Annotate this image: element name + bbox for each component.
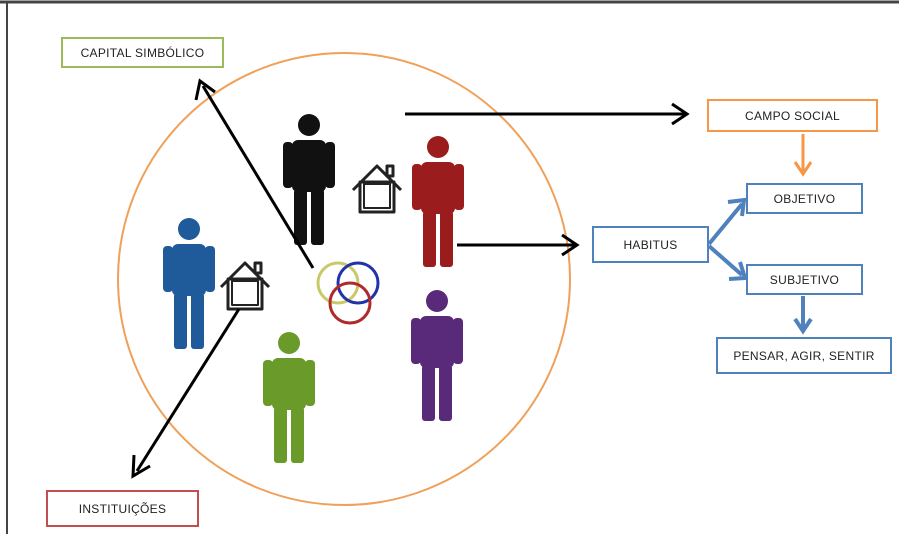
arrow-to-habitus [457, 233, 580, 257]
campo-social-label: CAMPO SOCIAL [707, 99, 878, 132]
person-blue-icon [163, 218, 215, 349]
subjetivo-label: SUBJETIVO [746, 264, 863, 295]
person-purple-icon [411, 290, 463, 421]
arrow-habitus-to-subjetivo [707, 244, 748, 281]
person-green-icon [263, 332, 315, 463]
objetivo-label: OBJETIVO [746, 183, 863, 214]
pensar-agir-sentir-label: PENSAR, AGIR, SENTIR [716, 337, 892, 374]
arrow-to-capital [194, 78, 315, 269]
person-black-icon [283, 114, 335, 245]
social-field-circle [117, 52, 571, 506]
arrow-to-campo-social [405, 102, 690, 126]
instituicoes-label: INSTITUIÇÕES [46, 490, 199, 527]
arrow-subjetivo-to-pensar [793, 296, 813, 335]
person-red-icon [412, 136, 464, 267]
house-icon-top [351, 164, 403, 214]
habitus-label: HABITUS [592, 226, 709, 263]
arrow-habitus-to-objetivo [707, 197, 747, 246]
house-icon-left [219, 261, 271, 311]
arrow-campo-to-objetivo [793, 134, 813, 177]
arrow-to-instituicoes [131, 308, 241, 479]
capital-simbolico-label: CAPITAL SIMBÓLICO [61, 37, 224, 68]
interlocking-rings-icon [316, 261, 380, 325]
